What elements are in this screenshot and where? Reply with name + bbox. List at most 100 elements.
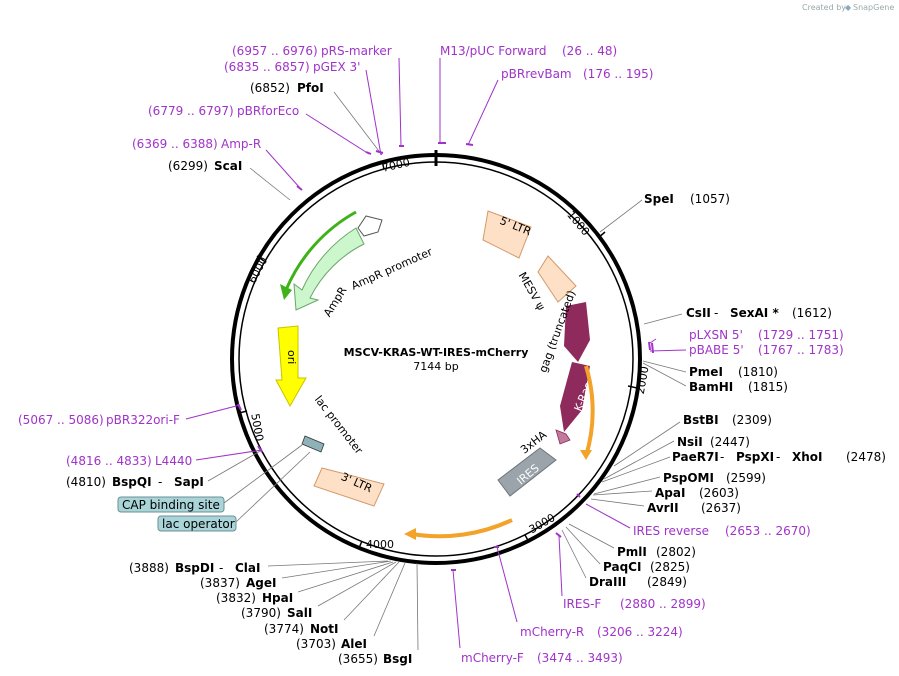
leader-nsii [603, 440, 675, 480]
lac-operator-box[interactable] [157, 515, 237, 532]
leader-pbrrevbam [467, 79, 499, 146]
leader-lac-operator [235, 451, 311, 523]
leader-ires-reverse [585, 503, 631, 529]
enzyme-pspxi[interactable]: PspXI [736, 450, 774, 464]
enzyme-paqci[interactable]: PaqCI [603, 560, 641, 574]
feature-ires[interactable] [497, 447, 557, 497]
primer-pbrforeco-range: (6779 .. 6797) [148, 104, 234, 118]
feature-3ltr[interactable] [313, 467, 385, 507]
enzyme-draiii[interactable]: DraIII [589, 575, 626, 589]
primer-mcherry-r-range: (3206 .. 3224) [597, 625, 683, 639]
feature-5ltr[interactable] [482, 210, 532, 259]
enzyme-sapi[interactable]: SapI [174, 475, 204, 489]
feature-orf-bottom-arrowhead [404, 528, 416, 540]
leader-bamhi [642, 362, 687, 387]
enzyme-paqci-pos: (2825) [650, 560, 690, 574]
enzyme-sali-pos: (3790) [241, 606, 281, 620]
enzyme-spei[interactable]: SpeI [644, 192, 674, 206]
leader-bstbi [613, 421, 681, 467]
primer-ires-f-range: (2880 .. 2899) [620, 597, 706, 611]
enzyme-bamhi[interactable]: BamHI [689, 380, 733, 394]
enzyme-pfoi-pos: (6852) [250, 81, 290, 95]
enzyme-bspdi[interactable]: BspDI [175, 561, 214, 575]
primer-pbabe[interactable]: pBABE 5' [689, 343, 744, 357]
enzyme-apai[interactable]: ApaI [655, 486, 685, 500]
primer-ires-f[interactable]: IRES-F [563, 597, 601, 611]
tick-label-4000: 4000 [366, 538, 394, 551]
leader-bspqi [207, 449, 263, 482]
primer-l4440[interactable]: L4440 [155, 454, 192, 468]
feature-ampr-green-arrowhead [280, 284, 292, 300]
enzyme-pspomi[interactable]: PspOMI [663, 471, 714, 485]
tick-6000 [256, 255, 265, 262]
feature-ampr[interactable] [293, 227, 365, 311]
tick-5000 [238, 410, 248, 414]
leader-pmei [642, 360, 687, 373]
enzyme-pfoi[interactable]: PfoI [297, 81, 324, 95]
enzyme-bsgi[interactable]: BsgI [383, 652, 412, 666]
leader-l4440 [195, 449, 263, 461]
primer-prs-marker[interactable]: pRS-marker [321, 44, 392, 58]
marker-pbrrevbam [465, 143, 474, 146]
feature-ori[interactable] [275, 325, 307, 408]
enzyme-nsii[interactable]: NsiI [677, 435, 703, 449]
leader-cap-site [223, 444, 303, 504]
feature-3xha[interactable] [555, 429, 571, 445]
enzyme-pmli-pos: (2802) [656, 545, 696, 559]
enzyme-xhoi[interactable]: XhoI [792, 450, 823, 464]
feature-ampr-label: AmpR [321, 284, 350, 319]
enzyme-pmei[interactable]: PmeI [689, 365, 723, 379]
snapgene-logo-icon: ◆ [845, 3, 852, 12]
primer-ires-reverse[interactable]: IRES reverse [633, 524, 709, 538]
primer-ires-reverse-range: (2653 .. 2670) [725, 524, 811, 538]
primer-pgex3[interactable]: pGEX 3' [313, 60, 360, 74]
enzyme-bstbi[interactable]: BstBI [683, 413, 719, 427]
primer-pbr322ori[interactable]: pBR322ori-F [106, 413, 180, 427]
tick-2000 [627, 385, 638, 389]
primer-pbabe-range: (1767 .. 1783) [758, 343, 844, 357]
leader-ires-f [558, 535, 563, 597]
enzyme-sexai[interactable]: SexAI * [730, 306, 779, 320]
enzyme-scai[interactable]: ScaI [214, 159, 242, 173]
enzyme-clai[interactable]: ClaI [235, 561, 260, 575]
feature-gag-truncated[interactable] [564, 302, 590, 362]
cap-binding-site-box[interactable] [117, 496, 225, 513]
enzyme-bspqi[interactable]: BspQI [112, 475, 152, 489]
enzyme-pmei-pos: (1810) [738, 365, 778, 379]
enzyme-hpai[interactable]: HpaI [262, 591, 293, 605]
enzyme-bspdi-pos: (3888) [129, 561, 169, 575]
primer-mcherry-f[interactable]: mCherry-F [461, 651, 524, 665]
enzyme-avrii[interactable]: AvrII [647, 501, 679, 515]
enzyme-hpai-pos: (3832) [216, 591, 256, 605]
leader-pfoi [333, 91, 383, 156]
enzyme-noti[interactable]: NotI [310, 622, 339, 636]
enzyme-nsii-pos: (2447) [710, 435, 750, 449]
feature-orf-right[interactable] [584, 365, 595, 457]
primer-amp-r[interactable]: Amp-R [221, 137, 261, 151]
enzyme-pmli[interactable]: PmlI [617, 545, 647, 559]
primer-markers [237, 142, 654, 571]
leader-mcherry-f [452, 569, 461, 649]
primer-mcherry-r[interactable]: mCherry-R [520, 625, 584, 639]
primer-pbrforeco[interactable]: pBRforEco [237, 104, 299, 118]
enzyme-csii[interactable]: CsII [686, 306, 711, 320]
enzyme-sali[interactable]: SalI [287, 606, 312, 620]
enzyme-alei[interactable]: AleI [341, 637, 367, 651]
feature-kras[interactable] [560, 362, 590, 432]
enzyme-agei[interactable]: AgeI [246, 576, 276, 590]
feature-orf-bottom[interactable] [411, 518, 513, 539]
primer-pbrrevbam[interactable]: pBRrevBam [501, 67, 572, 81]
enzyme-paer7i-sep2: - [776, 450, 780, 464]
feature-mesv-psi[interactable] [537, 255, 577, 303]
feature-ampr-promoter[interactable] [357, 215, 383, 237]
primer-m13[interactable]: M13/pUC Forward [440, 44, 547, 58]
enzyme-paer7i[interactable]: PaeR7I [672, 450, 719, 464]
leader-scai [249, 167, 291, 201]
enzyme-pspomi-pos: (2599) [726, 471, 766, 485]
primer-pbrrevbam-range: (176 .. 195) [583, 67, 653, 81]
tick-label-6000: 6000 [246, 255, 271, 286]
primer-plxsn[interactable]: pLXSN 5' [689, 328, 743, 342]
feature-lac-promoter[interactable] [301, 435, 325, 453]
enzyme-paer7i-pos: (2478) [846, 450, 886, 464]
feature-ori-label: ori [285, 350, 298, 364]
